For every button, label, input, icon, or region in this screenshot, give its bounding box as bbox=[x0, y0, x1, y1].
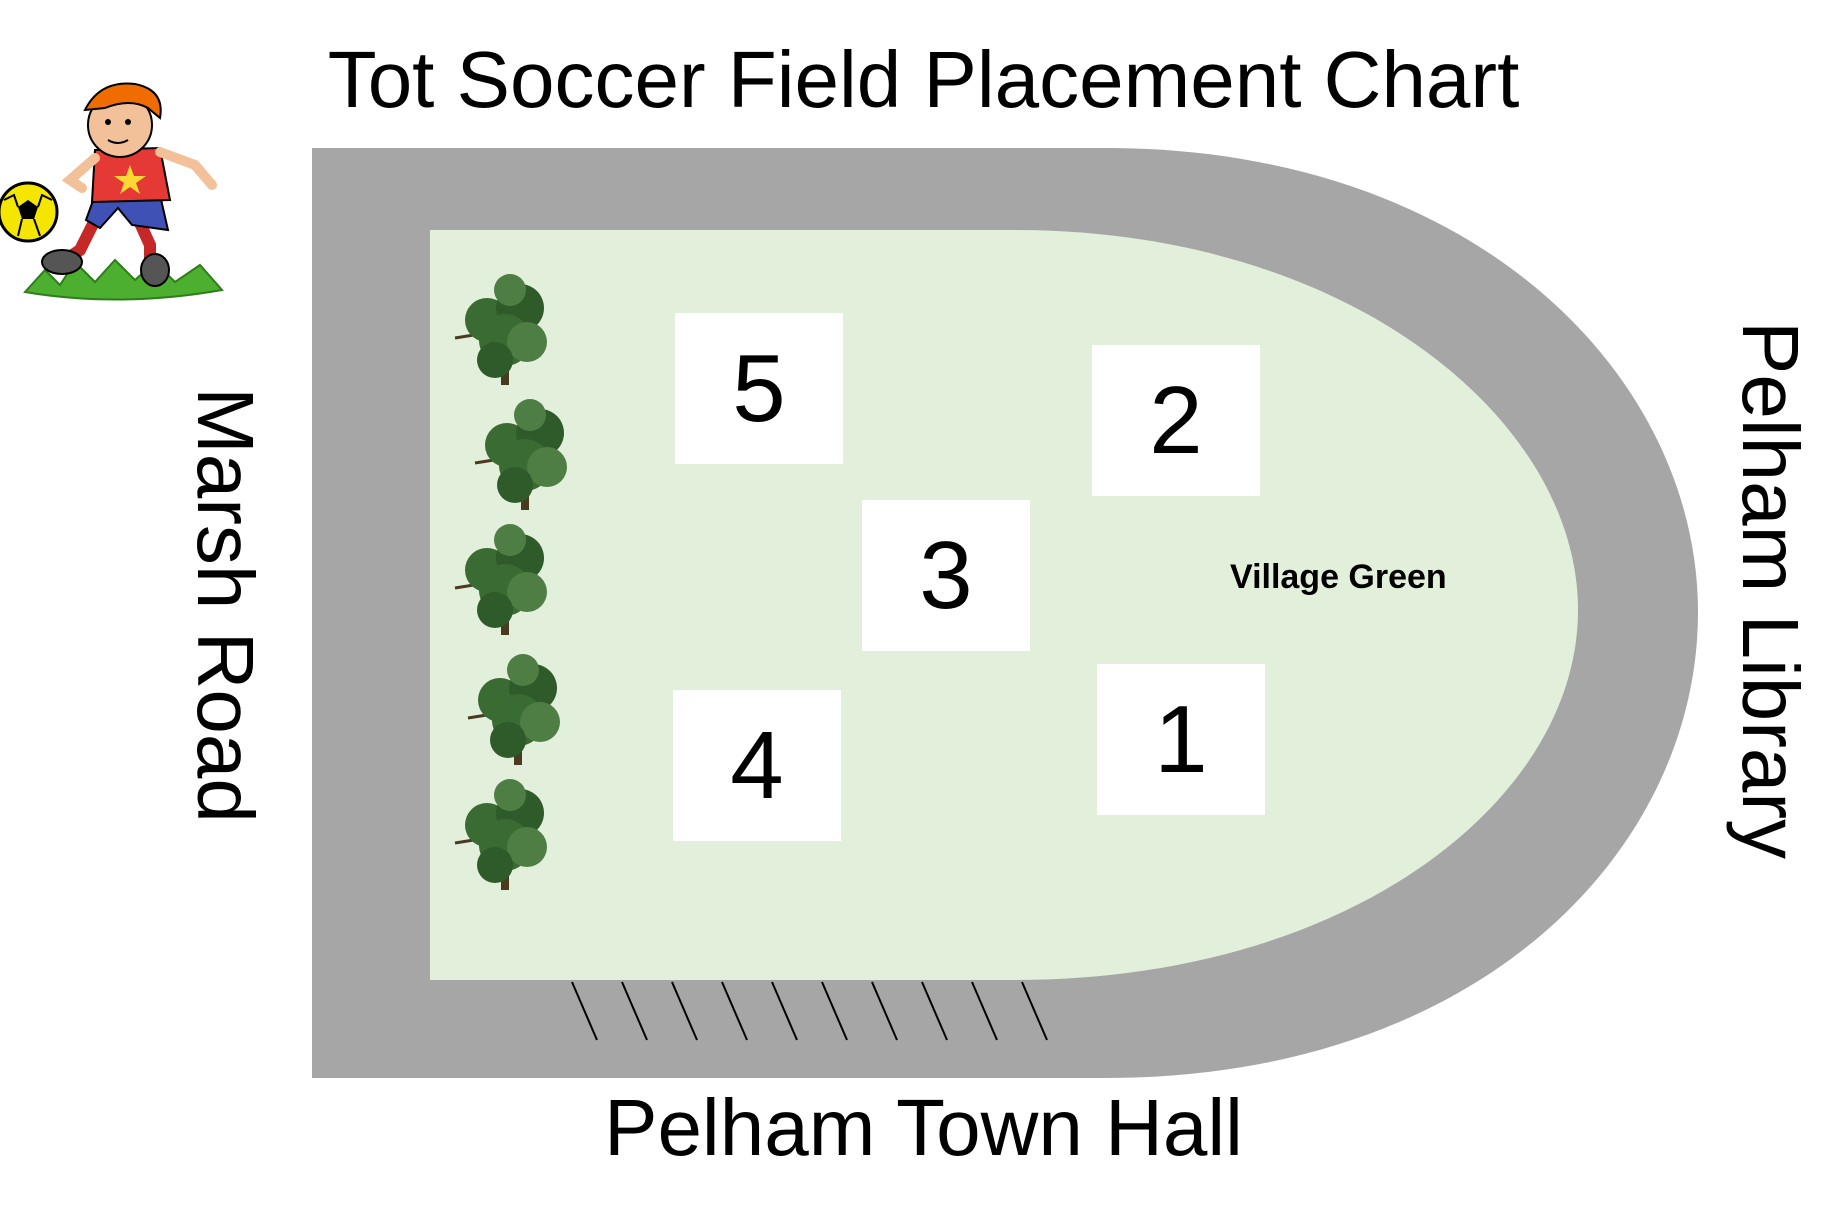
field-number: 3 bbox=[919, 521, 973, 629]
tree-icon bbox=[467, 654, 560, 765]
field-number: 2 bbox=[1149, 366, 1203, 474]
field-number: 1 bbox=[1154, 685, 1208, 793]
field-number: 5 bbox=[732, 334, 786, 442]
soccer-player-icon bbox=[0, 82, 224, 301]
pelham-library-label: Pelham Library bbox=[1726, 320, 1815, 860]
field-1: 1 bbox=[1097, 664, 1265, 815]
field-number: 4 bbox=[730, 711, 784, 819]
village-green-label: Village Green bbox=[1230, 558, 1447, 596]
tree-icon bbox=[454, 274, 547, 385]
pelham-town-hall-label: Pelham Town Hall bbox=[604, 1083, 1243, 1172]
tree-icon bbox=[474, 399, 567, 510]
field-2: 2 bbox=[1092, 345, 1260, 496]
field-3: 3 bbox=[862, 500, 1030, 651]
marsh-road-label: Marsh Road bbox=[181, 387, 270, 823]
page-title: Tot Soccer Field Placement Chart bbox=[327, 35, 1520, 124]
tree-icon bbox=[454, 524, 547, 635]
field-5: 5 bbox=[675, 313, 843, 464]
field-4: 4 bbox=[673, 690, 841, 841]
tree-icon bbox=[454, 779, 547, 890]
parking-stripes bbox=[571, 981, 1048, 1041]
